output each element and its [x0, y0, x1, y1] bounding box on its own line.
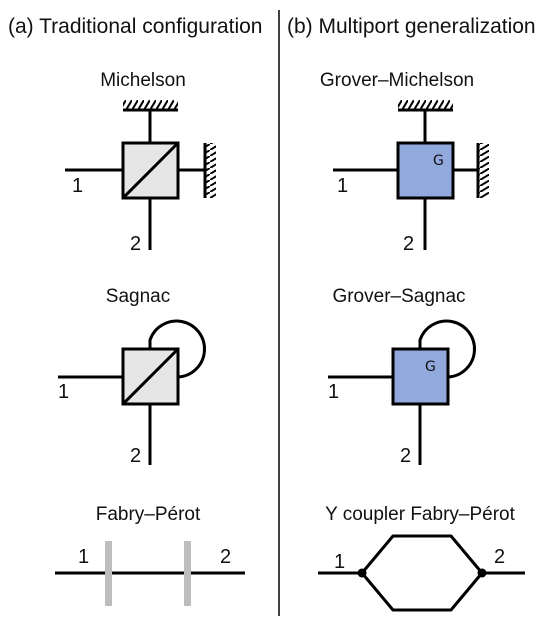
- sagnac-loop: [418, 319, 476, 379]
- port-label-1: 1: [328, 381, 339, 403]
- port-label-2: 2: [400, 445, 411, 467]
- fabry-perot-diagram: Fabry–Pérot 1 2: [55, 504, 245, 606]
- grover-coin-box: [391, 347, 450, 406]
- y-junction-left: [357, 568, 367, 578]
- diagram-title: Michelson: [100, 70, 186, 91]
- grover-sagnac-diagram: Grover–Sagnac G 1 2: [328, 286, 476, 467]
- diagram-title: Grover–Sagnac: [332, 286, 465, 307]
- top-mirror-hatch: [123, 100, 178, 109]
- michelson-diagram: Michelson 1 2: [65, 70, 216, 255]
- diagram-title: Y coupler Fabry–Pérot: [325, 504, 515, 525]
- y-coupler-fabry-perot-diagram: Y coupler Fabry–Pérot 1 2: [318, 504, 525, 612]
- port-label-2: 2: [130, 233, 141, 255]
- port-label-1: 1: [72, 175, 83, 197]
- partial-mirror-left: [105, 541, 112, 606]
- sagnac-diagram: Sagnac 1 2: [58, 286, 206, 467]
- port-label-1: 1: [78, 546, 89, 568]
- port-label-1: 1: [337, 175, 348, 197]
- port-label-1: 1: [58, 381, 69, 403]
- port-label-2: 2: [130, 445, 141, 467]
- left-heading: (a) Traditional configuration: [8, 15, 262, 38]
- top-mirror-hatch: [398, 100, 453, 109]
- port-label-1: 1: [334, 551, 345, 573]
- ring-cavity: [360, 534, 484, 612]
- diagram-title: Grover–Michelson: [320, 70, 474, 91]
- right-heading: (b) Multiport generalization: [287, 15, 536, 38]
- partial-mirror-right: [184, 541, 191, 606]
- port-label-2: 2: [403, 233, 414, 255]
- beamsplitter-diagonal: [121, 141, 180, 200]
- port-label-2: 2: [494, 546, 505, 568]
- right-mirror-hatch: [479, 143, 489, 198]
- grover-label: G: [425, 359, 436, 375]
- beamsplitter-diagonal: [121, 347, 180, 406]
- y-junction-right: [477, 568, 487, 578]
- diagram-title: Sagnac: [106, 286, 170, 307]
- right-mirror-hatch: [206, 143, 216, 198]
- grover-michelson-diagram: Grover–Michelson G 1 2: [320, 70, 489, 255]
- diagram-title: Fabry–Pérot: [96, 504, 201, 525]
- grover-label: G: [433, 153, 444, 169]
- port-label-2: 2: [220, 546, 231, 568]
- sagnac-loop: [148, 319, 206, 379]
- grover-coin-box: [396, 141, 455, 200]
